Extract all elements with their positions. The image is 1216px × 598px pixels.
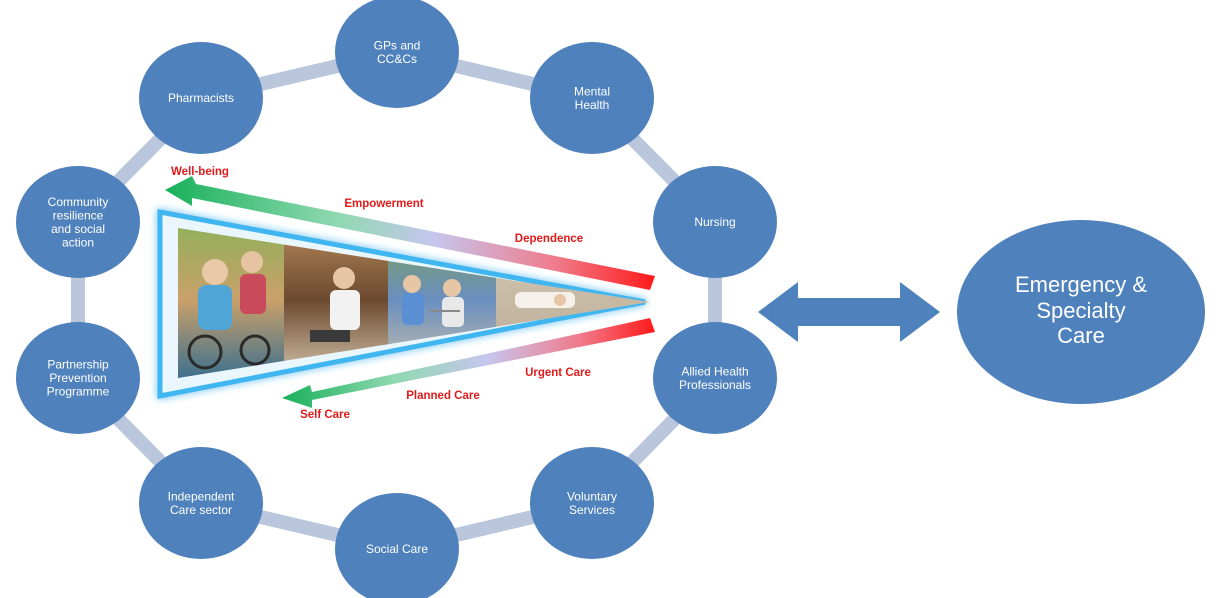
ring-node-label: Services [569,503,615,517]
ring-node-label: resilience [53,208,104,222]
ring-node-label: Nursing [694,215,735,229]
emergency-specialty-care-node: Emergency & Specialty Care [957,220,1205,404]
label-self-care: Self Care [300,409,350,421]
ring-node-circle [530,42,654,154]
wellbeing-dependence-arrow [165,176,655,290]
ring-node-label: Pharmacists [168,91,234,105]
big-node-line-3: Care [1057,323,1105,348]
ring-node-social-care: Social Care [335,493,459,598]
ring-node-label: Allied Health [681,364,748,378]
label-empowerment: Empowerment [344,198,423,210]
label-well-being: Well-being [171,166,229,178]
ring-node-circle [653,166,777,278]
selfcare-urgentcare-arrow [282,318,655,408]
ring-node-label: Health [575,98,610,112]
ring-node-label: Independent [168,489,235,503]
ring-node-circle [139,42,263,154]
ring-node-label: Social Care [366,542,428,556]
ring-node-nursing: Nursing [653,166,777,278]
ring-node-label: GPs and [374,38,421,52]
ring-node-label: Partnership [47,358,109,372]
ring-node-pharmacists: Pharmacists [139,42,263,154]
ring-node-label: Mental [574,84,610,98]
flow-labels: Well-being Empowerment Dependence Urgent… [171,166,591,421]
ring-node-label: Community [48,195,109,209]
double-arrow-icon [758,282,940,342]
label-urgent-care: Urgent Care [525,367,591,379]
ring-node-circle [16,166,140,278]
ring-node-circle [653,322,777,434]
ring-node-circle [139,447,263,559]
ring-node-label: Prevention [49,371,106,385]
elderly-woman-cycling-photo [178,228,284,378]
ring-node-circle [16,322,140,434]
ring-node-label: action [62,235,94,249]
care-funnel [157,176,655,408]
ring-node-label: Care sector [170,503,232,517]
ring-node-circle [335,0,459,108]
ring-node-label: Voluntary [567,489,617,503]
ring-node-circle [335,493,459,598]
ring-node-label: CC&Cs [377,52,417,66]
label-dependence: Dependence [515,233,583,245]
ring-node-label: Programme [47,385,110,399]
big-node-line-1: Emergency & [1015,272,1147,297]
ring-node-label: Professionals [679,378,751,392]
ring-node-label: and social [51,222,105,236]
ring-node-circle [530,447,654,559]
label-planned-care: Planned Care [406,390,480,402]
big-node-line-2: Specialty [1036,298,1125,323]
